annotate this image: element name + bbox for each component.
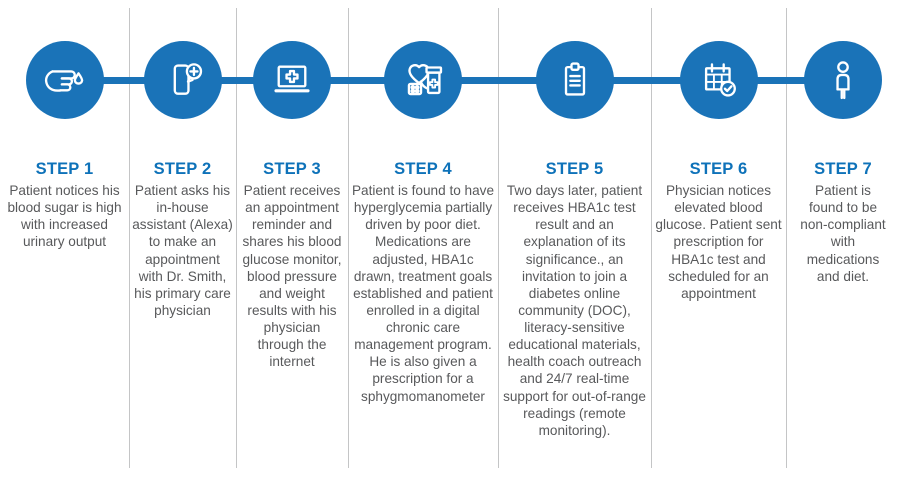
step-1-title: STEP 1	[35, 160, 94, 178]
step-4-title: STEP 4	[394, 160, 452, 178]
step-4-icon-circle	[384, 41, 462, 119]
step-5-column: STEP 5 Two days later, patient receives …	[498, 0, 651, 477]
column-divider	[786, 8, 787, 468]
column-divider	[651, 8, 652, 468]
step-5-icon-circle	[535, 41, 614, 119]
step-3-column: STEP 3 Patient receives an appointment r…	[236, 0, 348, 477]
step-3-description: Patient receives an appointment reminder…	[242, 183, 342, 370]
step-7-column: STEP 7 Patient is found to be non-compli…	[786, 0, 900, 477]
step-6-column: STEP 6 Physician notices elevated blood …	[651, 0, 786, 477]
step-1-icon-circle	[25, 41, 104, 119]
step-6-description: Physician notices elevated blood glucose…	[655, 183, 782, 301]
step-1-description: Patient notices his blood sugar is high …	[7, 183, 122, 250]
column-divider	[498, 8, 499, 468]
patient-person-icon	[836, 61, 850, 100]
step-2-icon-circle	[143, 41, 222, 119]
column-divider	[236, 8, 237, 468]
laptop-medical-cross-icon	[274, 65, 310, 93]
smartphone-assistant-icon	[173, 63, 202, 95]
step-1-column: STEP 1 Patient notices his blood sugar i…	[0, 0, 129, 477]
clipboard-report-icon	[564, 62, 585, 96]
column-divider	[129, 8, 130, 468]
step-5-description: Two days later, patient receives HBA1c t…	[503, 183, 646, 438]
step-7-title: STEP 7	[814, 160, 872, 178]
step-6-title: STEP 6	[689, 160, 748, 178]
step-5-title: STEP 5	[545, 160, 604, 178]
calendar-check-icon	[704, 63, 736, 97]
step-3-title: STEP 3	[263, 160, 321, 178]
finger-prick-blood-drop-icon	[44, 70, 83, 92]
column-divider	[348, 8, 349, 468]
step-4-column: STEP 4 Patient is found to have hypergly…	[348, 0, 498, 477]
step-4-description: Patient is found to have hyperglycemia p…	[351, 183, 495, 404]
step-2-description: Patient asks his in-house assistant (Ale…	[132, 183, 233, 318]
step-2-title: STEP 2	[153, 160, 212, 178]
step-7-description: Patient is found to be non-compliant wit…	[800, 183, 886, 284]
step-2-column: STEP 2 Patient asks his in-house assista…	[129, 0, 236, 477]
step-7-icon-circle	[804, 41, 882, 119]
step-3-icon-circle	[253, 41, 331, 119]
step-6-icon-circle	[679, 41, 758, 119]
heart-medications-icon	[407, 64, 443, 96]
